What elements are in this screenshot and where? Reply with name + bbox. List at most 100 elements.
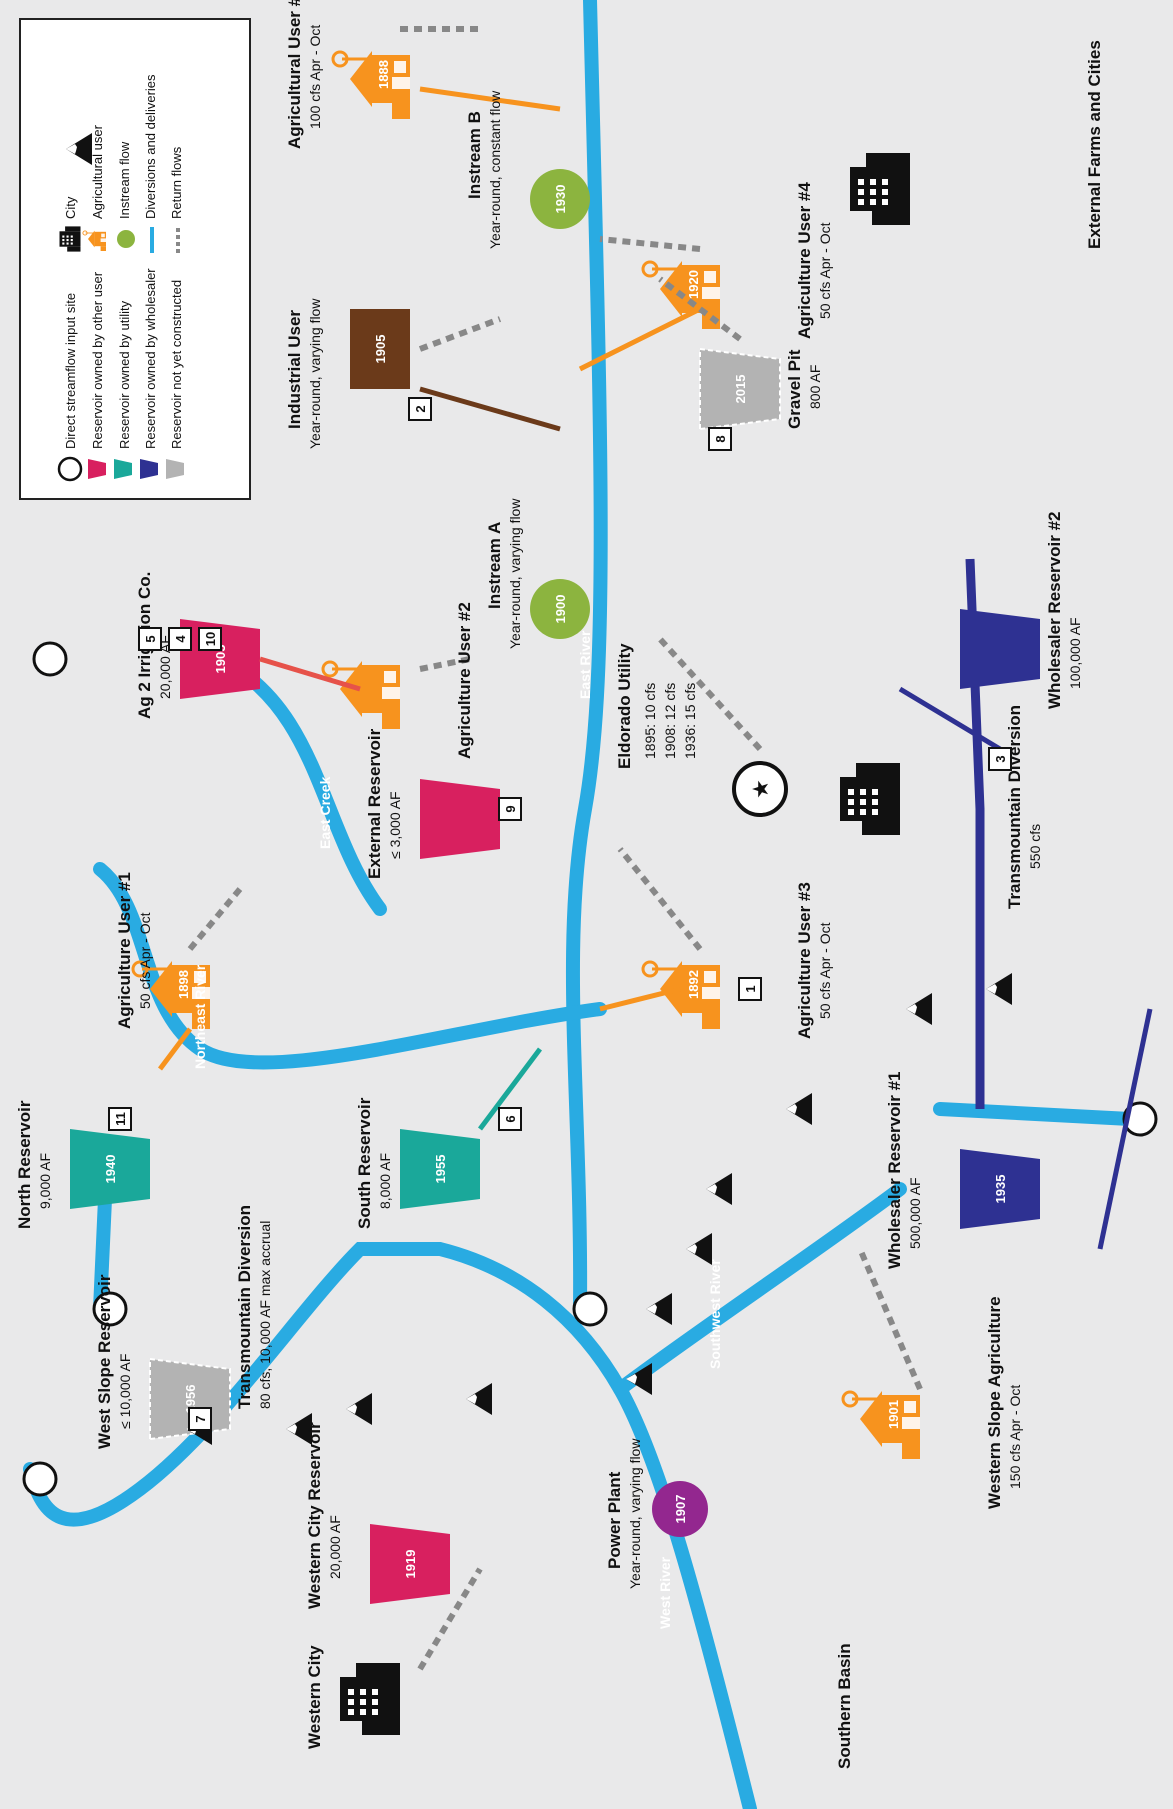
transmountain-1-detail: 80 cfs, 10,000 AF max accrual <box>257 1221 273 1409</box>
svg-text:1930: 1930 <box>553 185 568 214</box>
south-reservoir-detail: 8,000 AF <box>377 1153 393 1209</box>
ag-user-5-detail: 100 cfs Apr - Oct <box>307 25 323 129</box>
east-creek-label: East Creek <box>317 776 333 849</box>
svg-text:1888: 1888 <box>376 60 391 89</box>
ag2-detail: 20,000 AF <box>157 635 173 699</box>
instream-a-detail: Year-round, varying flow <box>507 498 523 649</box>
ag-user-4-detail: 50 cfs Apr - Oct <box>817 222 833 319</box>
ag-user-1-label: Agriculture User #1 <box>115 872 134 1029</box>
input-site <box>572 1291 608 1327</box>
svg-text:1935: 1935 <box>993 1175 1008 1204</box>
gravel-pit-label: Gravel Pit <box>785 349 804 429</box>
svg-text:1892: 1892 <box>686 970 701 999</box>
western-city-reservoir-detail: 20,000 AF <box>327 1515 343 1579</box>
legend-label: Diversions and deliveries <box>143 74 158 219</box>
ag-user-1-detail: 50 cfs Apr - Oct <box>137 912 153 1009</box>
wholesaler-reservoir-2 <box>960 609 1040 689</box>
input-site <box>1122 1101 1158 1137</box>
external-reservoir <box>420 779 500 859</box>
legend: City Agricultural user <box>19 18 251 500</box>
northeast-river-line <box>93 862 607 1070</box>
ag-user-5-farm: 1888 <box>331 49 412 121</box>
legend-label: Direct streamflow input site <box>63 293 78 449</box>
eldorado-right-2: 1908: 12 cfs <box>662 683 678 759</box>
number-box: 2 <box>413 405 428 412</box>
power-plant-icon: 1907 <box>652 1481 708 1537</box>
ag-user-1-farm: 1898 <box>131 959 212 1031</box>
external-reservoir-detail: ≤ 3,000 AF <box>387 791 403 859</box>
east-river-label: East River <box>577 630 593 699</box>
number-box: 1 <box>743 985 758 992</box>
transmountain-2-label: Transmountain Diversion <box>1005 705 1024 909</box>
western-city-icon <box>340 1663 400 1735</box>
legend-label: Reservoir owned by wholesaler <box>143 268 158 449</box>
wholesaler-2-label: Wholesaler Reservoir #2 <box>1045 512 1064 709</box>
number-boxes: 5 4 10 1 2 3 6 7 8 9 11 <box>108 397 1012 1431</box>
western-city-reservoir: 1919 <box>370 1524 450 1604</box>
instream-a-icon: 1900 <box>530 579 590 639</box>
number-box: 7 <box>193 1415 208 1422</box>
wholesaler-2-detail: 100,000 AF <box>1067 617 1083 689</box>
wholesaler-reservoir-1: 1935 <box>960 1149 1040 1229</box>
north-reservoir: 1940 <box>70 1129 150 1209</box>
number-box: 3 <box>993 755 1008 762</box>
number-box: 8 <box>713 435 728 442</box>
number-box: 4 <box>173 635 188 643</box>
ag-user-4-farm: 1920 <box>641 259 722 331</box>
instream-a-label: Instream A <box>485 522 504 609</box>
eldorado-pin-icon: ★ <box>732 761 788 817</box>
southwest-river-line <box>613 1182 907 1396</box>
power-plant-detail: Year-round, varying flow <box>627 1438 643 1589</box>
external-farms-city-icon <box>850 153 910 225</box>
west-slope-ag-detail: 150 cfs Apr - Oct <box>1007 1385 1023 1489</box>
southern-basin-label: Southern Basin <box>835 1643 854 1769</box>
svg-text:1920: 1920 <box>686 270 701 299</box>
input-sites <box>22 641 1158 1497</box>
west-slope-ag-farm: 1901 <box>841 1389 922 1461</box>
west-slope-reservoir-label: West Slope Reservoir <box>95 1274 114 1449</box>
svg-text:1919: 1919 <box>403 1550 418 1579</box>
number-box: 10 <box>203 632 218 646</box>
south-reservoir: 1955 <box>400 1129 480 1209</box>
svg-text:1907: 1907 <box>673 1495 688 1524</box>
instream-b-icon: 1930 <box>530 169 590 229</box>
ag-user-3-farm: 1892 <box>641 959 722 1031</box>
input-site <box>92 1291 128 1327</box>
svg-text:1901: 1901 <box>886 1400 901 1429</box>
legend-label: Reservoir owned by other user <box>90 271 105 449</box>
svg-text:1905: 1905 <box>213 645 228 674</box>
input-site <box>32 641 68 677</box>
svg-text:1955: 1955 <box>433 1155 448 1184</box>
wholesaler-legend-icon <box>140 459 158 479</box>
svg-text:★: ★ <box>748 779 773 799</box>
diversions <box>158 86 1153 1250</box>
not-built-legend-icon <box>166 459 184 479</box>
ag-user-3-label: Agriculture User #3 <box>795 882 814 1039</box>
legend-label: City <box>63 196 78 219</box>
number-box: 9 <box>503 805 518 812</box>
legend-label: Instream flow <box>117 141 132 219</box>
legend-rows: Direct streamflow input site Reservoir o… <box>57 74 184 482</box>
external-reservoir-label: External Reservoir <box>365 728 384 879</box>
power-plant-label: Power Plant <box>605 1471 624 1569</box>
eldorado-right-3: 1936: 15 cfs <box>682 683 698 759</box>
wholesaler-1-detail: 500,000 AF <box>907 1177 923 1249</box>
eldorado-right-1: 1895: 10 cfs <box>642 683 658 759</box>
north-reservoir-detail: 9,000 AF <box>37 1153 53 1209</box>
svg-text:1956: 1956 <box>183 1385 198 1414</box>
svg-text:1900: 1900 <box>553 595 568 624</box>
ag-user-5-label: Agricultural User #5 <box>285 0 304 149</box>
number-box: 11 <box>113 1112 128 1126</box>
wholesaler1-feed <box>933 1102 1137 1126</box>
legend-label: Reservoir not yet constructed <box>169 280 184 449</box>
south-reservoir-label: South Reservoir <box>355 1097 374 1229</box>
svg-text:2015: 2015 <box>733 375 748 404</box>
legend-label: Agricultural user <box>90 124 105 219</box>
northeast-river-label: Northeast River <box>192 964 208 1069</box>
west-slope-reservoir-detail: ≤ 10,000 AF <box>117 1354 133 1429</box>
legend-label: Return flows <box>169 146 184 219</box>
industrial-detail: Year-round, varying flow <box>307 298 323 449</box>
other-user-legend-icon <box>88 459 106 479</box>
